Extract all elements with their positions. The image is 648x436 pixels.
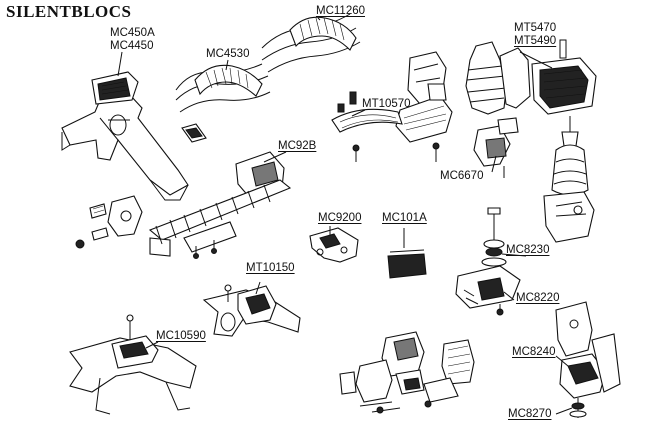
mount-kits-bottom: [339, 331, 475, 414]
label-mc92b: MC92B: [278, 140, 317, 152]
label-mc8270: MC8270: [508, 408, 552, 420]
label-mc6670: MC6670: [440, 170, 484, 182]
bracket-cluster-mt10570: [331, 51, 453, 162]
label-mc11260: MC11260: [316, 5, 366, 17]
label-mt10570: MT10570: [362, 98, 411, 110]
label-mt10150: MT10150: [246, 262, 295, 274]
label-mc9200: MC9200: [318, 212, 362, 224]
tall-mount-stack-right: [543, 116, 595, 243]
label-mc450a: MC450A: [110, 27, 155, 39]
crossmember-mount-left: [61, 71, 189, 201]
label-mc101a: MC101A: [382, 212, 427, 224]
leader-lines: [117, 17, 573, 415]
strut-assembly-mc8240: [555, 301, 621, 418]
label-mc4450: MC4450: [110, 40, 154, 52]
label-mc8240: MC8240: [512, 346, 556, 358]
label-mt5490: MT5490: [514, 35, 557, 47]
rubber-block-mc101a: [387, 249, 427, 279]
label-mc8220: MC8220: [516, 292, 560, 304]
label-mc8230: MC8230: [506, 244, 550, 256]
label-mc4530: MC4530: [206, 48, 250, 60]
small-bolts-left: [75, 195, 143, 249]
label-mc10590: MC10590: [156, 330, 206, 342]
gearbox-boots-right: [465, 39, 597, 178]
diagram-title: SILENTBLOCS: [6, 2, 132, 21]
shock-mount-mc8230: [455, 207, 521, 316]
bracket-mc9200: [309, 227, 359, 263]
subframe-mc10590: [69, 314, 197, 415]
spring-bracket-mc92b: [148, 151, 292, 259]
label-mt5470: MT5470: [514, 22, 557, 34]
arched-mounts-center: [175, 13, 361, 143]
crossmember-mt10150: [202, 284, 301, 337]
